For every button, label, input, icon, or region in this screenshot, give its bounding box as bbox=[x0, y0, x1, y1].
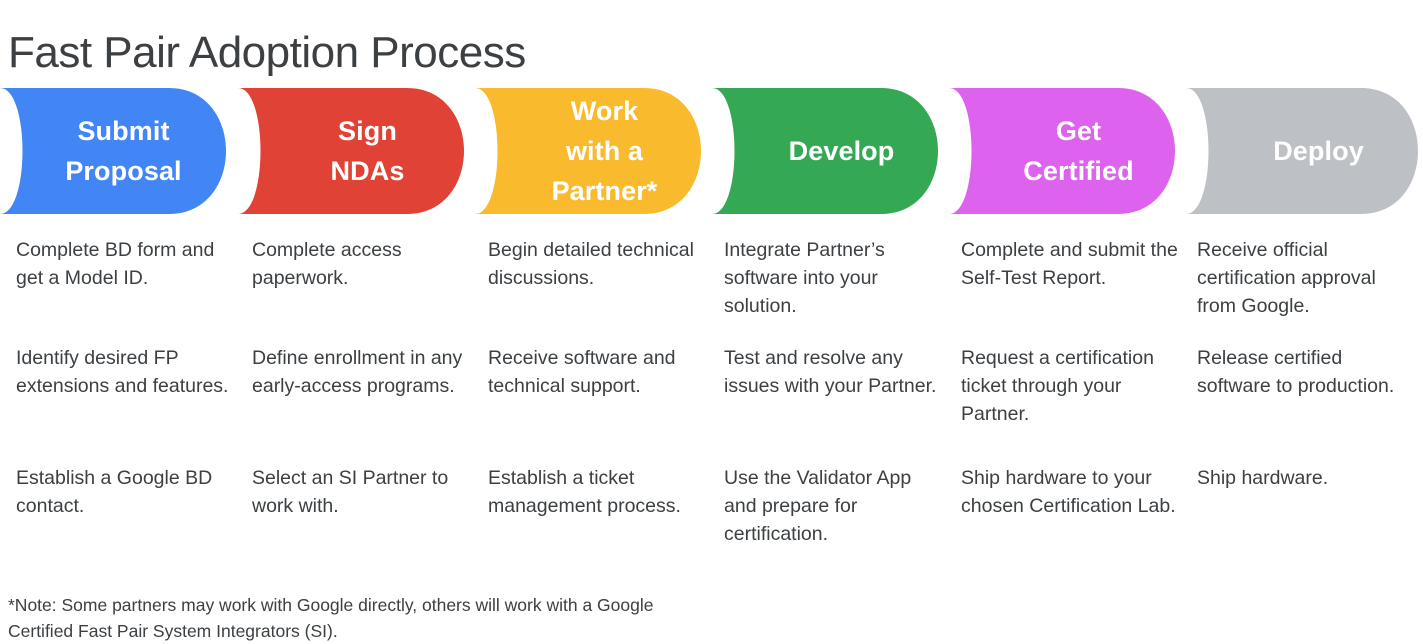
stage-item-work-with-a-partner-1: Begin detailed technical discussions. bbox=[488, 239, 694, 289]
stage-label-get-certified: Get Certified bbox=[1023, 116, 1134, 186]
chevron-shape-develop bbox=[712, 88, 938, 214]
chevron-shape-get-certified bbox=[949, 88, 1175, 214]
stage-item-sign-ndas-3: Select an SI Partner to work with. bbox=[252, 467, 449, 517]
process-stage-deploy[interactable]: Deploy bbox=[1186, 88, 1423, 214]
stage-item-deploy-3: Ship hardware. bbox=[1197, 467, 1329, 489]
process-stage-sign-ndas[interactable]: Sign NDAs bbox=[238, 88, 469, 214]
stage-item-deploy-1: Receive official certification approval … bbox=[1197, 239, 1376, 317]
stage-item-work-with-a-partner-2: Receive software and technical support. bbox=[488, 347, 676, 397]
chevron-shape-work-with-a-partner bbox=[475, 88, 701, 214]
stage-item-submit-proposal-3: Establish a Google BD contact. bbox=[16, 467, 213, 517]
page-title: Fast Pair Adoption Process bbox=[8, 28, 526, 78]
stage-item-get-certified-3: Ship hardware to your chosen Certificati… bbox=[961, 467, 1176, 517]
stage-label-develop: Develop bbox=[788, 136, 895, 166]
chevron-shape-deploy bbox=[1186, 88, 1418, 214]
stage-item-work-with-a-partner-3: Establish a ticket management process. bbox=[488, 467, 681, 517]
stage-item-develop-2: Test and resolve any issues with your Pa… bbox=[724, 347, 937, 397]
stage-item-develop-1: Integrate Partner’s software into your s… bbox=[724, 239, 885, 317]
chevron-shape-submit-proposal bbox=[0, 88, 226, 214]
stage-label-submit-proposal: Submit Proposal bbox=[65, 116, 182, 186]
stage-label-sign-ndas: Sign NDAs bbox=[330, 116, 405, 186]
process-stage-develop[interactable]: Develop bbox=[712, 88, 943, 214]
stage-label-work-with-a-partner: Work with a Partner* bbox=[551, 96, 658, 206]
stage-item-get-certified-2: Request a certification ticket through y… bbox=[961, 347, 1154, 425]
stage-label-deploy: Deploy bbox=[1273, 136, 1364, 166]
stage-item-submit-proposal-2: Identify desired FP extensions and featu… bbox=[16, 347, 229, 397]
process-chevron-band: Submit Proposal Sign NDAs Work with a Part… bbox=[0, 88, 1423, 214]
stage-item-sign-ndas-2: Define enrollment in any early-access pr… bbox=[252, 347, 463, 397]
process-stage-get-certified[interactable]: Get Certified bbox=[949, 88, 1180, 214]
stage-item-sign-ndas-1: Complete access paperwork. bbox=[252, 239, 402, 289]
stage-item-develop-3: Use the Validator App and prepare for ce… bbox=[724, 467, 912, 545]
footnote: *Note: Some partners may work with Googl… bbox=[8, 594, 654, 641]
stage-detail-columns: Complete BD form and get a Model ID. Iden… bbox=[0, 236, 1423, 566]
stage-item-get-certified-1: Complete and submit the Self-Test Report… bbox=[961, 239, 1178, 289]
chevron-shape-sign-ndas bbox=[238, 88, 464, 214]
process-stage-submit-proposal[interactable]: Submit Proposal bbox=[0, 88, 231, 214]
stage-item-deploy-2: Release certified software to production… bbox=[1197, 347, 1395, 397]
stage-item-submit-proposal-1: Complete BD form and get a Model ID. bbox=[16, 239, 215, 289]
process-stage-work-with-a-partner[interactable]: Work with a Partner* bbox=[475, 88, 706, 214]
